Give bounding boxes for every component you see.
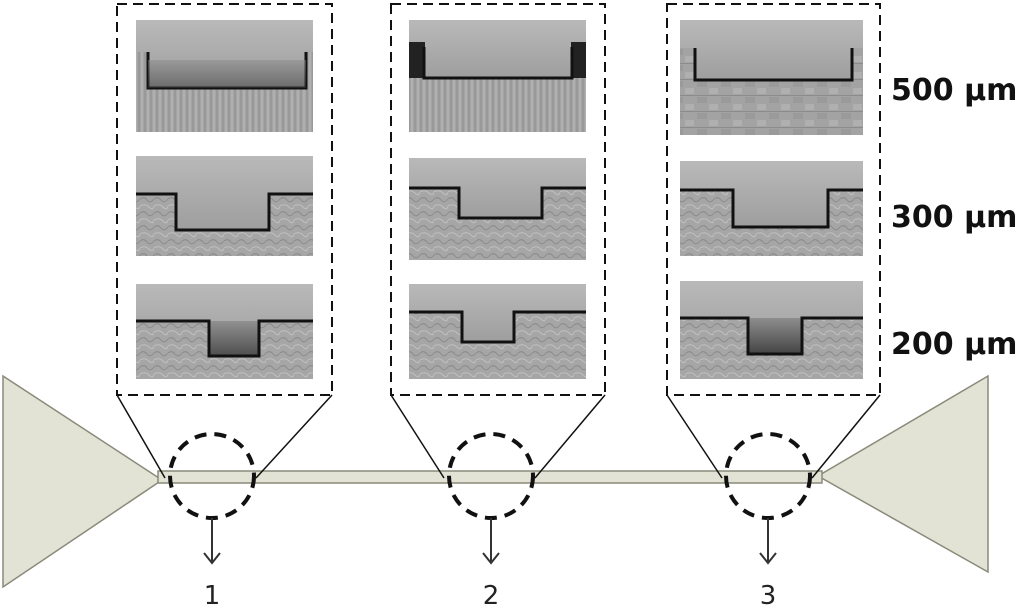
callout-lines [116, 394, 881, 479]
left-reservoir [2, 374, 164, 589]
inset-frame-1 [116, 3, 333, 396]
inset-frame-3 [666, 3, 881, 396]
location-label-3: 3 [760, 581, 777, 610]
inset-frame-2 [390, 3, 606, 396]
width-label-500: 500 μm [891, 73, 1017, 108]
inset-frames [116, 3, 881, 396]
width-label-200: 200 μm [891, 327, 1017, 362]
micrograph-loc1-500 [136, 20, 313, 132]
micrograph-loc1-200 [136, 284, 313, 379]
location-label-1: 1 [204, 581, 221, 610]
location-arrows [203, 518, 777, 565]
micrograph-loc3-500 [680, 20, 863, 135]
width-label-300: 300 μm [891, 200, 1017, 235]
micrograph-loc2-200 [409, 284, 586, 379]
location-label-2: 2 [483, 581, 500, 610]
micrograph-loc2-500 [409, 20, 586, 132]
chip-layout [2, 374, 989, 589]
micrograph-loc3-300 [680, 161, 863, 256]
microchannel [157, 470, 823, 484]
right-reservoir [816, 374, 989, 574]
micrograph-loc3-200 [680, 281, 863, 379]
micrograph-loc2-300 [409, 158, 586, 260]
micrograph-loc1-300 [136, 156, 313, 256]
